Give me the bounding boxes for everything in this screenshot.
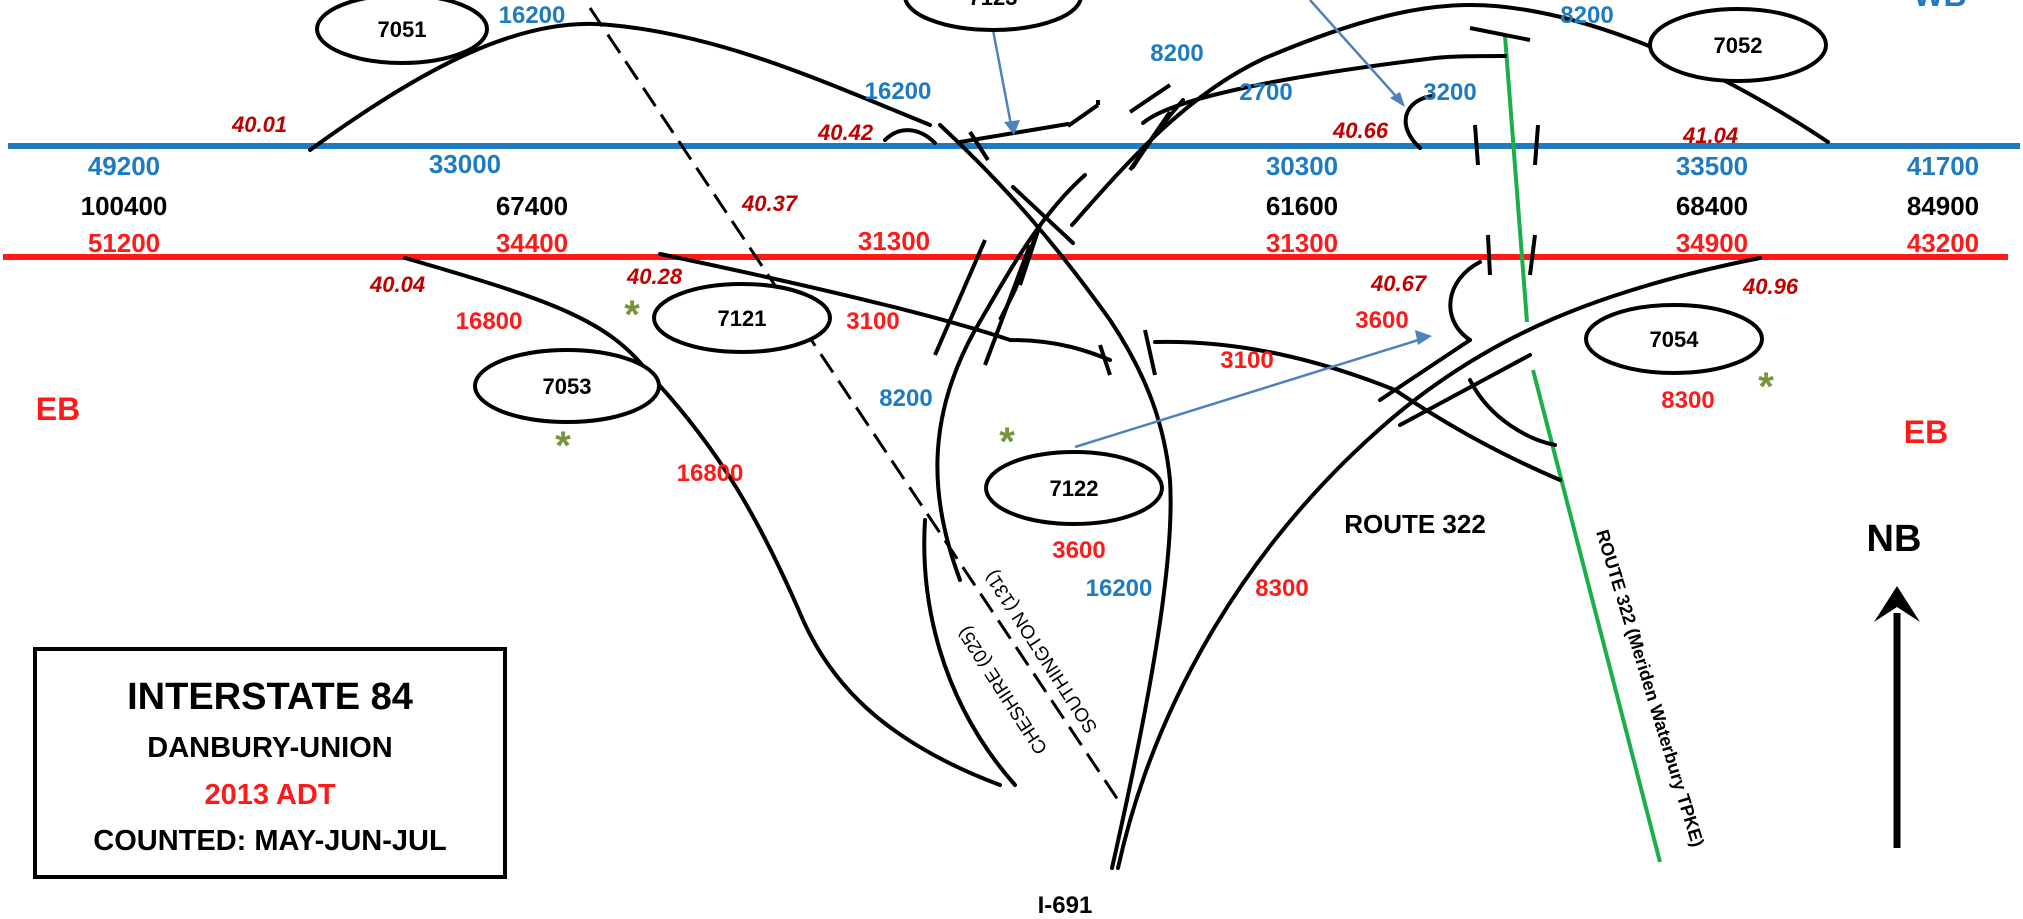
wb-count: 30300 xyxy=(1266,151,1338,181)
station-label: 7123 xyxy=(969,0,1018,10)
wb-loop-ramp-40-66 xyxy=(1403,94,1434,150)
wb-offramp-7051 xyxy=(308,21,932,152)
station-label: 7052 xyxy=(1714,33,1763,58)
eb-offramp-7053 xyxy=(403,256,1002,787)
milepost: 40.01 xyxy=(231,112,287,137)
total-count: 100400 xyxy=(81,191,168,221)
ramp-count: 16200 xyxy=(1086,575,1153,602)
eb-loop-ramp-40-67 xyxy=(1448,260,1482,342)
station-ovals xyxy=(315,0,1828,526)
ramp-count: 3200 xyxy=(1423,79,1476,106)
ramp-count: 8300 xyxy=(1255,575,1308,602)
route-322-connector-a xyxy=(1378,338,1472,402)
total-count: 61600 xyxy=(1266,191,1338,221)
title-counted: COUNTED: MAY-JUN-JUL xyxy=(93,825,446,857)
eb-count: 34400 xyxy=(496,228,568,258)
ramp-count: 3600 xyxy=(1355,307,1408,334)
nb-direction-label: NB xyxy=(1867,518,1922,560)
ramp-count: 8200 xyxy=(879,385,932,412)
station-label: 7054 xyxy=(1650,327,1700,352)
callout-arrows xyxy=(991,0,1432,449)
ramp-count: 2700 xyxy=(1239,79,1292,106)
north-arrow-icon xyxy=(1874,586,1920,848)
route-322-local xyxy=(1393,388,1562,482)
ramp-count: 16800 xyxy=(456,308,523,335)
wb-direction-label: WB xyxy=(1913,0,1966,13)
ramp-count: 8200 xyxy=(1560,2,1613,29)
asterisk-marker: * xyxy=(999,420,1015,464)
wb-count: 41700 xyxy=(1907,151,1979,181)
crossover-stub-a xyxy=(1011,185,1075,245)
station-label: 7121 xyxy=(718,306,767,331)
route-322-tpke-north-segment xyxy=(1503,35,1529,323)
ramp-count: 8200 xyxy=(1150,40,1203,67)
ramp-count: 16200 xyxy=(865,78,932,105)
ramp-count: 16800 xyxy=(677,460,744,487)
ramp-count: 16200 xyxy=(499,2,566,29)
loop-ramp-40-42 xyxy=(883,128,937,145)
station-label: 7051 xyxy=(378,17,427,42)
route-322-connector-b xyxy=(1398,353,1532,427)
ramp-count: 3100 xyxy=(1220,347,1273,374)
asterisk-marker: * xyxy=(1682,0,1698,21)
milepost: 40.96 xyxy=(1742,274,1799,299)
eb-count: 51200 xyxy=(88,228,160,258)
station-label: 7053 xyxy=(543,374,592,399)
total-count: 68400 xyxy=(1676,191,1748,221)
route-322-loop xyxy=(1468,378,1557,447)
wb-count: 49200 xyxy=(88,151,160,181)
title-year: 2013 ADT xyxy=(204,779,335,811)
milepost: 40.04 xyxy=(369,272,425,297)
station-label: 7122 xyxy=(1050,476,1099,501)
eb-direction-label-left: EB xyxy=(36,391,80,427)
asterisk-marker: * xyxy=(624,293,640,337)
overpass-ticks xyxy=(933,26,1540,376)
eb-count: 31300 xyxy=(858,226,930,256)
cheshire-road xyxy=(922,518,1017,787)
total-count: 67400 xyxy=(496,191,568,221)
eb-count: 31300 xyxy=(1266,228,1338,258)
eb-direction-label-right: EB xyxy=(1904,414,1948,450)
eb-count: 43200 xyxy=(1907,228,1979,258)
wb-count: 33000 xyxy=(429,149,501,179)
i691-label: I-691 xyxy=(1038,892,1093,919)
route-322-label: ROUTE 322 xyxy=(1344,509,1486,539)
southington-label: SOUTHINGTON (131) xyxy=(981,566,1102,737)
ramp-count: 8300 xyxy=(1661,387,1714,414)
route-322-tpke-south-segment xyxy=(1531,369,1662,863)
wb-onramp-route322 xyxy=(1141,54,1507,125)
milepost: 40.42 xyxy=(817,120,874,145)
route-322-ramp-to-eb xyxy=(1116,256,1762,870)
milepost: 41.04 xyxy=(1682,123,1738,148)
route-322-tpke-label: ROUTE 322 (Meriden Waterbury TPKE) xyxy=(1592,527,1708,849)
title-segment: DANBURY-UNION xyxy=(147,732,392,764)
cheshire-ramp-curve xyxy=(935,173,1087,582)
total-count: 84900 xyxy=(1907,191,1979,221)
asterisk-marker: * xyxy=(555,424,571,468)
title-box: INTERSTATE 84 DANBURY-UNION 2013 ADT COU… xyxy=(33,647,507,879)
eb-count: 34900 xyxy=(1676,228,1748,258)
milepost: 40.37 xyxy=(741,191,799,216)
milepost: 40.67 xyxy=(1370,271,1428,296)
eb-onramp-3100 xyxy=(1153,339,1397,392)
milepost: 40.66 xyxy=(1332,118,1389,143)
wb-count: 33500 xyxy=(1676,151,1748,181)
eb-ramp-7121 xyxy=(658,252,1112,362)
asterisk-marker: * xyxy=(1758,365,1774,409)
ramp-count: 3100 xyxy=(846,308,899,335)
milepost: 40.28 xyxy=(626,264,683,289)
title-route: INTERSTATE 84 xyxy=(127,676,413,718)
ramp-count: 3600 xyxy=(1052,537,1105,564)
